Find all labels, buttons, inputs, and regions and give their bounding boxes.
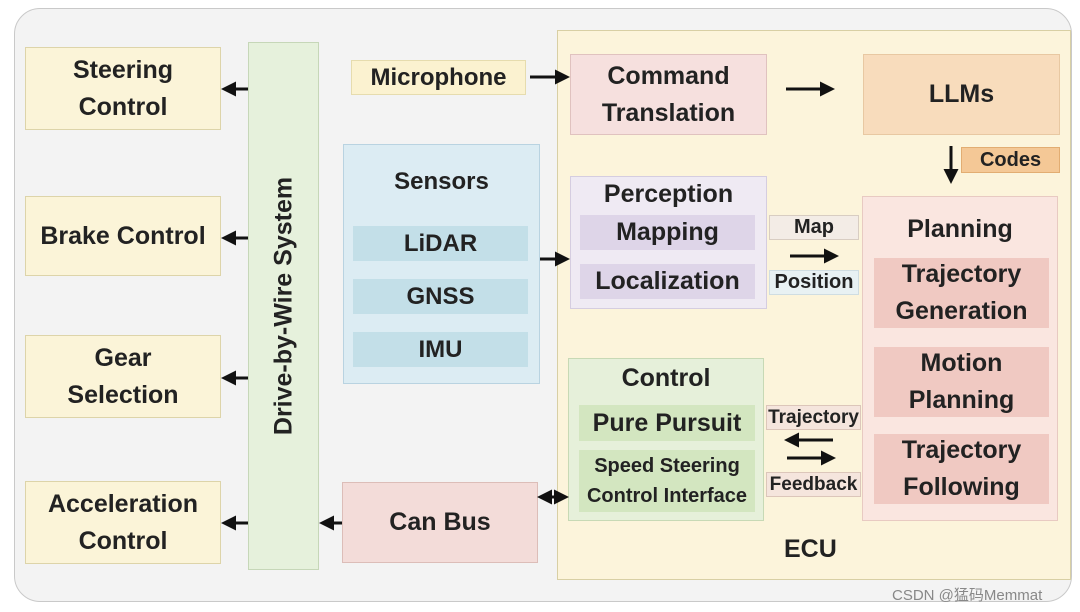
trajectory-label-box: Trajectory [766, 405, 861, 430]
pure-pursuit-label: Pure Pursuit [592, 408, 742, 437]
watermark: CSDN @猛码Memmat [892, 587, 1043, 604]
llms-box: LLMs [863, 54, 1060, 135]
planning-item-motion-planning: Motion Planning [874, 347, 1049, 417]
mapping-label: Mapping [616, 218, 719, 246]
feedback-label-box: Feedback [766, 472, 861, 497]
planning-title: Planning [907, 215, 1013, 243]
sensor-item-imu-label: IMU [418, 335, 463, 363]
trajectory-label: Trajectory [768, 406, 859, 428]
perception-title: Perception [603, 180, 734, 208]
sensors-title: Sensors [394, 168, 489, 195]
ecu-label: ECU [784, 535, 837, 563]
acceleration-control-label: Acceleration Control [47, 489, 199, 555]
sensor-item-lidar: LiDAR [353, 226, 528, 261]
codes-box: Codes [961, 147, 1060, 173]
gear-selection-label: Gear Selection [67, 343, 179, 409]
speed-steering-label: Speed Steering Control Interface [586, 455, 748, 507]
perception-item-localization: Localization [580, 264, 755, 299]
can-bus-box: Can Bus [342, 482, 538, 563]
map-label: Map [794, 216, 834, 238]
command-translation-label: Command Translation [601, 61, 736, 127]
planning-item-trajectory-following: Trajectory Following [874, 434, 1049, 504]
control-title: Control [621, 364, 711, 392]
brake-control-box: Brake Control [25, 196, 221, 276]
codes-label: Codes [979, 148, 1042, 171]
motion-planning-label: Motion Planning [908, 349, 1015, 414]
drive-by-wire-label: Drive-by-Wire System [269, 176, 297, 436]
sensor-item-imu: IMU [353, 332, 528, 367]
drive-by-wire-box: Drive-by-Wire System [248, 42, 319, 570]
trajectory-generation-label: Trajectory Generation [895, 260, 1028, 325]
gear-selection-box: Gear Selection [25, 335, 221, 418]
microphone-label: Microphone [370, 63, 507, 91]
acceleration-control-box: Acceleration Control [25, 481, 221, 564]
control-item-speed-steering: Speed Steering Control Interface [579, 450, 755, 512]
command-translation-box: Command Translation [570, 54, 767, 135]
steering-control-box: Steering Control [25, 47, 221, 130]
localization-label: Localization [595, 267, 740, 295]
sensor-item-gnss: GNSS [353, 279, 528, 314]
feedback-label: Feedback [769, 473, 858, 495]
planning-item-trajectory-generation: Trajectory Generation [874, 258, 1049, 328]
can-bus-label: Can Bus [389, 508, 491, 536]
brake-control-label: Brake Control [40, 221, 206, 250]
microphone-box: Microphone [351, 60, 526, 95]
map-label-box: Map [769, 215, 859, 240]
sensor-item-gnss-label: GNSS [406, 282, 475, 310]
sensor-item-lidar-label: LiDAR [403, 229, 478, 257]
control-item-pure-pursuit: Pure Pursuit [579, 405, 755, 441]
position-label: Position [774, 271, 854, 293]
position-label-box: Position [769, 270, 859, 295]
trajectory-following-label: Trajectory Following [901, 436, 1022, 501]
perception-item-mapping: Mapping [580, 215, 755, 250]
llms-label: LLMs [928, 80, 995, 108]
steering-control-label: Steering Control [72, 55, 174, 121]
